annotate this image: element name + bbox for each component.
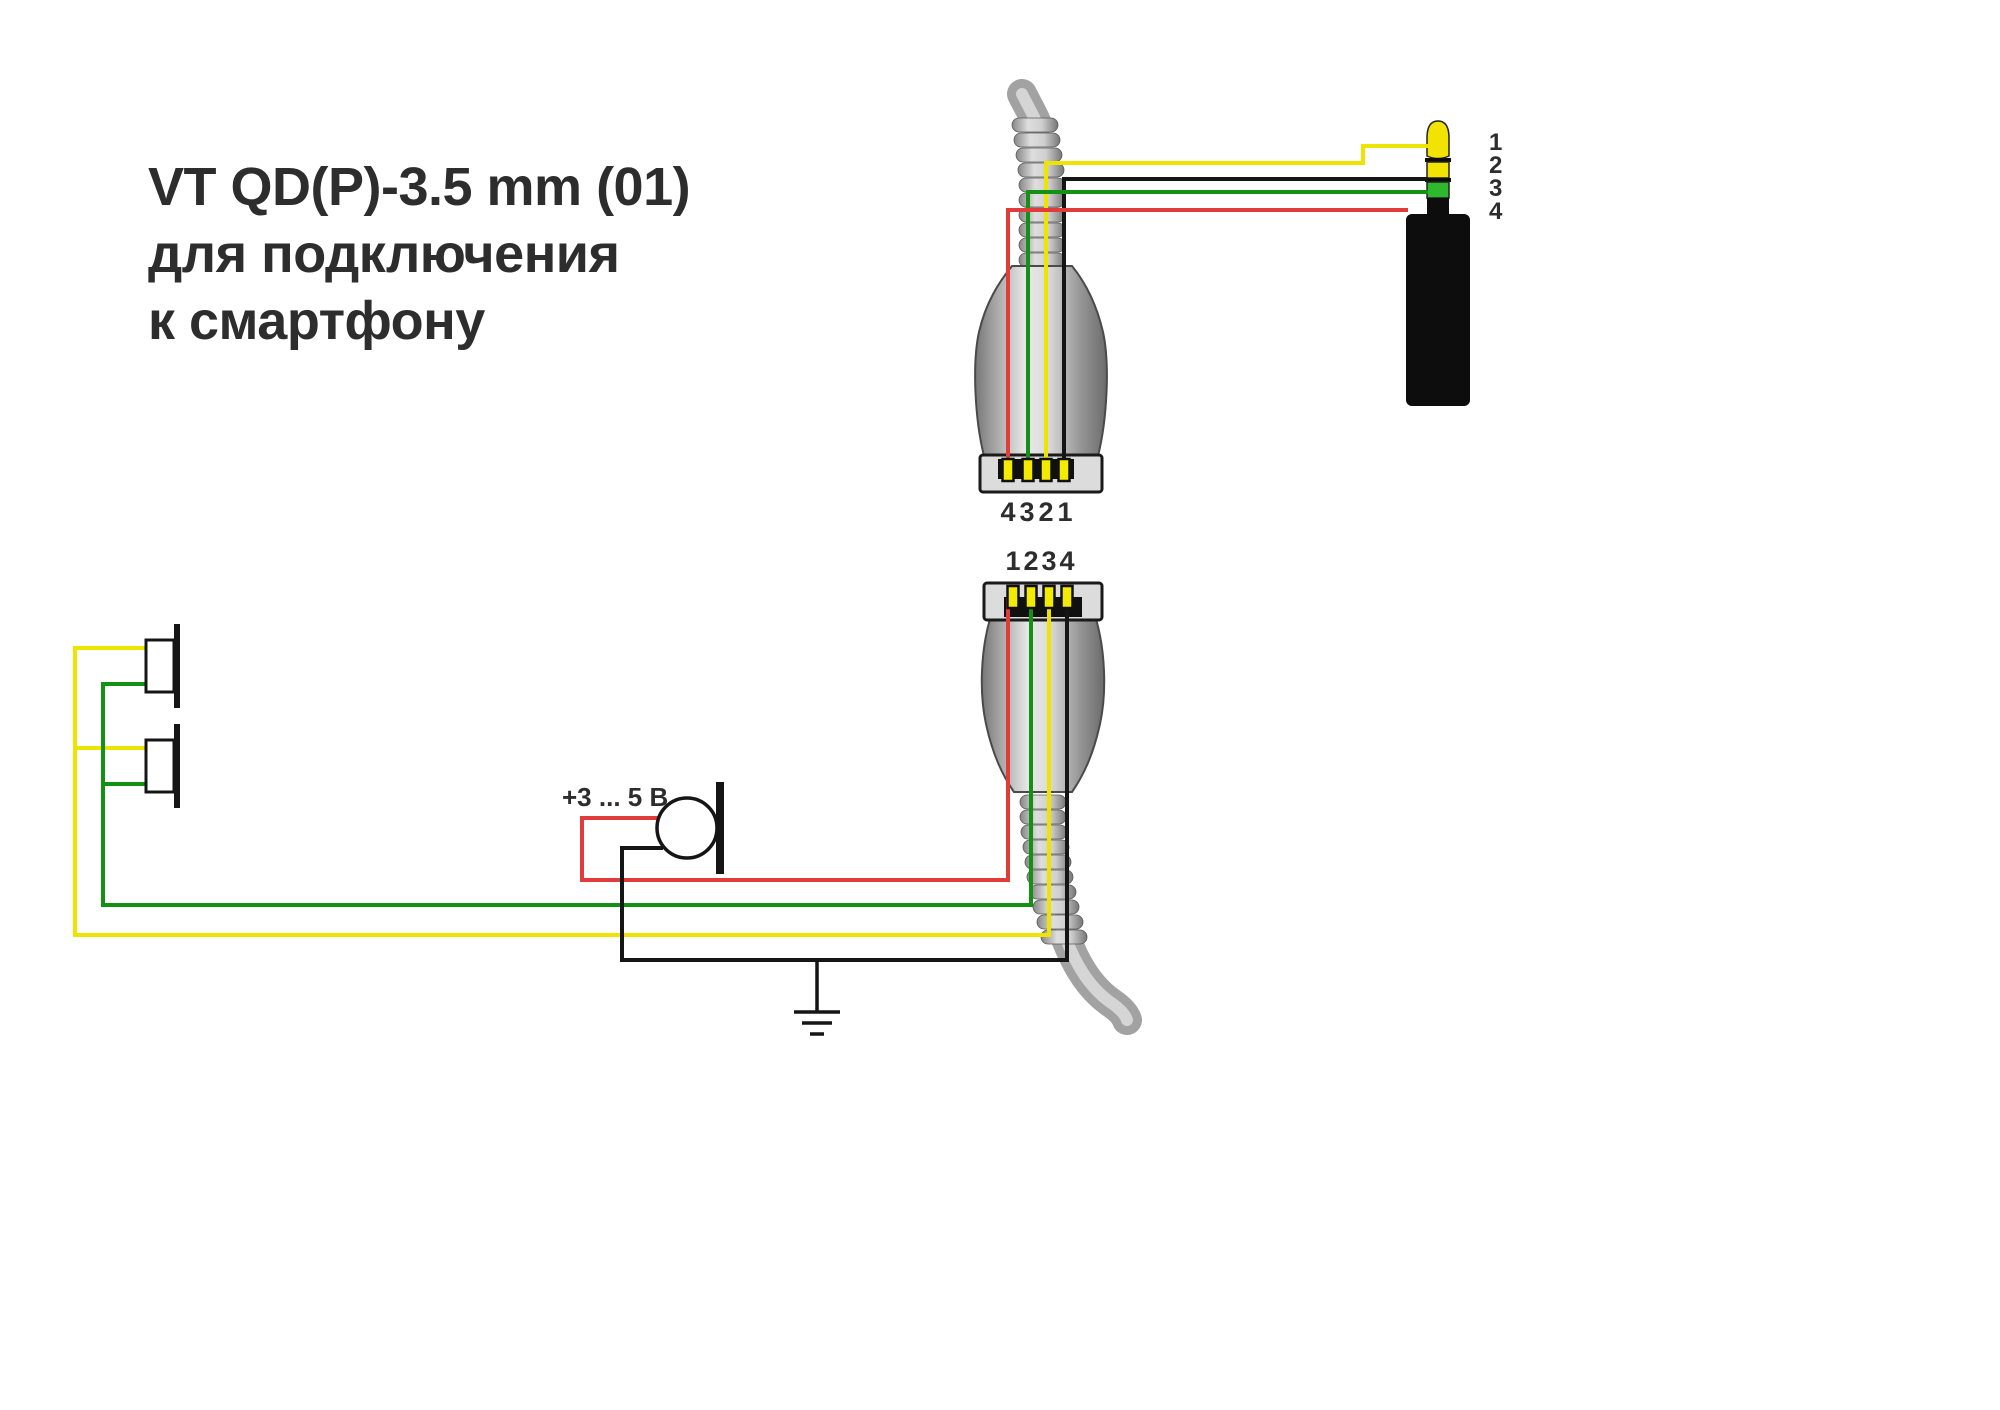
wire-black-ground: [620, 598, 1069, 962]
page-title-line-2: для подключения: [148, 224, 620, 284]
bottom-qd-body: [980, 618, 1106, 793]
rib: [1018, 177, 1066, 193]
wire-yellow-jack: [1044, 144, 1430, 474]
wire-black-jack: [1062, 177, 1428, 474]
jack-body: [1406, 214, 1470, 406]
jack-pin-label-3: 3: [1489, 175, 1502, 202]
bottom-qd-connector: [980, 581, 1142, 1035]
rib: [1015, 147, 1063, 163]
top-qd-body: [974, 265, 1108, 457]
jack-35mm-plug: [1406, 120, 1470, 406]
speaker-bottom: [144, 724, 180, 808]
top-qd-contact-4: [1001, 457, 1015, 483]
microphone: [655, 782, 724, 874]
jack-separator: [1425, 178, 1451, 182]
top-qd-contacts: [1001, 457, 1071, 483]
bottom-qd-pin-labels: 1 2 3 4: [1005, 546, 1074, 576]
jack-pin-label-1: 1: [1489, 129, 1502, 156]
rib: [1032, 899, 1080, 915]
speaker-box: [144, 638, 176, 694]
wire-yellow-speakers: [73, 598, 1051, 937]
top-qd-contact-1: [1057, 457, 1071, 483]
rib: [1018, 222, 1066, 238]
top-qd-pin-label-3: 3: [1019, 497, 1034, 527]
rib: [1029, 884, 1077, 900]
bottom-qd-contact-1: [1006, 584, 1020, 610]
rib: [1013, 132, 1061, 148]
top-qd-pin-label-2: 2: [1038, 497, 1053, 527]
bottom-qd-contact-2: [1024, 584, 1038, 610]
speaker-top: [144, 624, 180, 708]
top-qd-contact-2: [1039, 457, 1053, 483]
top-qd-pin-label-1: 1: [1057, 497, 1072, 527]
jack-pin-labels: 1 2 3 4: [1489, 129, 1503, 225]
rib: [1019, 794, 1067, 810]
page-title-line-3: к смартфону: [148, 291, 485, 351]
speaker-box: [144, 738, 176, 794]
mic-electrode: [716, 782, 724, 874]
jack-tip: [1426, 120, 1450, 160]
bottom-qd-pin-label-1: 1: [1005, 546, 1020, 576]
wires: [73, 144, 1430, 962]
top-qd-contact-3: [1021, 457, 1035, 483]
jack-ring-2: [1426, 161, 1450, 179]
rib: [1018, 237, 1066, 253]
bottom-qd-pin-label-2: 2: [1023, 546, 1038, 576]
jack-ring-3: [1426, 181, 1450, 199]
rib: [1017, 162, 1065, 178]
wire-red-mic: [580, 598, 1010, 882]
speaker-flange: [174, 624, 180, 708]
rib: [1011, 117, 1059, 133]
jack-pin-label-4: 4: [1489, 198, 1503, 225]
rib: [1018, 252, 1066, 268]
speaker-flange: [174, 724, 180, 808]
wire-green-speakers: [101, 598, 1033, 907]
top-qd-cable-ribs: [1011, 117, 1066, 268]
bottom-qd-contact-4: [1060, 584, 1074, 610]
bottom-qd-pin-label-4: 4: [1059, 546, 1074, 576]
top-qd-pin-label-4: 4: [1000, 497, 1015, 527]
bottom-qd-cable-highlight: [1056, 922, 1133, 1026]
rib: [1018, 192, 1066, 208]
rib: [1019, 809, 1067, 825]
bottom-qd-contact-3: [1042, 584, 1056, 610]
bottom-qd-contacts: [1006, 584, 1074, 610]
bottom-qd-pin-label-3: 3: [1041, 546, 1056, 576]
mic-voltage-label: +3 ... 5 В: [562, 782, 668, 812]
wire-green-jack: [1026, 190, 1428, 474]
top-qd-connector: [974, 79, 1108, 494]
ground-strokes: [794, 960, 840, 1036]
jack-neck: [1427, 198, 1449, 216]
jack-separator: [1425, 158, 1451, 162]
rib: [1036, 914, 1084, 930]
wire-red-jack: [1006, 208, 1408, 474]
jack-pin-label-2: 2: [1489, 152, 1502, 179]
ground-symbol: [794, 960, 840, 1036]
top-qd-pin-labels: 4 3 2 1: [1000, 497, 1072, 527]
top-qd-contact-slot: [998, 459, 1074, 479]
page-title-line-1: VT QD(P)-3.5 mm (01): [148, 157, 690, 217]
rib: [1020, 824, 1068, 840]
